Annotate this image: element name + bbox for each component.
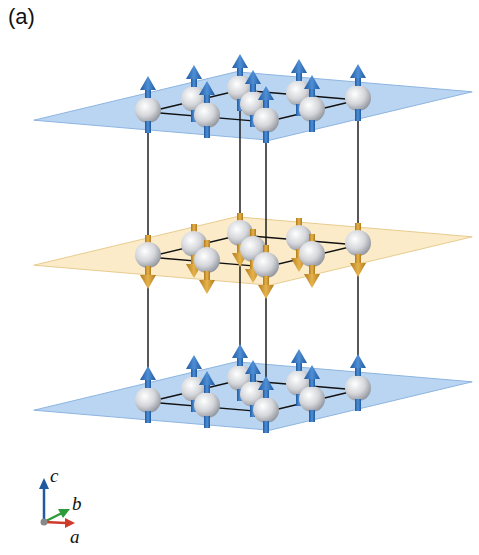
- spin-head: [304, 274, 320, 288]
- spin-shaft: [309, 265, 315, 275]
- spin-shaft: [145, 121, 151, 133]
- atom-sphere: [253, 397, 279, 423]
- spin-head: [291, 59, 307, 73]
- spin-head: [350, 64, 366, 78]
- spin-up-atom: [345, 64, 371, 121]
- c-axis: [43, 486, 46, 522]
- spin-up-atom: [194, 371, 220, 428]
- axis-label: b: [72, 494, 82, 513]
- spin-shaft: [309, 120, 315, 132]
- spin-up-atom: [299, 75, 325, 132]
- atom-sphere: [299, 241, 325, 267]
- spin-down-atom: [135, 235, 161, 289]
- spin-shaft: [355, 109, 361, 121]
- spin-up-atom: [253, 376, 279, 433]
- spin-plane: [34, 217, 472, 285]
- atom-sphere: [345, 230, 371, 256]
- spin-head: [232, 344, 248, 358]
- spin-head: [350, 263, 366, 277]
- atom-sphere: [194, 392, 220, 418]
- atom-sphere: [194, 247, 220, 273]
- spin-head: [186, 355, 202, 369]
- spin-shaft: [204, 126, 210, 138]
- spin-up-atom: [135, 366, 161, 423]
- panel-label: (a): [8, 6, 35, 28]
- spin-head: [232, 54, 248, 68]
- spin-up-atom: [135, 76, 161, 133]
- atom-sphere: [135, 242, 161, 268]
- spin-shaft: [204, 416, 210, 428]
- spin-head: [140, 275, 156, 289]
- spin-down-atom: [194, 240, 220, 294]
- spin-up-atom: [194, 81, 220, 138]
- spin-up-atom: [345, 354, 371, 411]
- spin-head: [258, 285, 274, 299]
- spin-head: [140, 76, 156, 90]
- spin-shaft: [145, 266, 151, 276]
- spin-shaft: [309, 410, 315, 422]
- axis-label: c: [50, 466, 58, 485]
- atom-sphere: [135, 387, 161, 413]
- spin-head: [199, 371, 215, 385]
- spin-down-atom: [299, 234, 325, 288]
- atom-sphere: [299, 386, 325, 412]
- axis-triad: [39, 478, 75, 528]
- spin-head: [304, 75, 320, 89]
- spin-head: [199, 81, 215, 95]
- atom-sphere: [135, 97, 161, 123]
- spin-shaft: [355, 254, 361, 264]
- axis-origin: [41, 519, 48, 526]
- b-axis-head: [58, 509, 70, 518]
- spin-shaft: [263, 276, 269, 286]
- spin-head: [304, 365, 320, 379]
- spin-head: [186, 65, 202, 79]
- c-axis-head: [39, 478, 49, 489]
- spin-head: [245, 70, 261, 84]
- atom-sphere: [253, 252, 279, 278]
- atom-sphere: [194, 102, 220, 128]
- spin-head: [245, 360, 261, 374]
- spin-shaft: [204, 271, 210, 281]
- spin-head: [258, 86, 274, 100]
- atom-sphere: [253, 107, 279, 133]
- spin-shaft: [355, 399, 361, 411]
- spin-head: [199, 280, 215, 294]
- axis-label: a: [70, 527, 80, 546]
- spin-shaft: [263, 421, 269, 433]
- spin-head: [140, 366, 156, 380]
- spin-head: [258, 376, 274, 390]
- atom-sphere: [299, 96, 325, 122]
- spin-up-atom: [253, 86, 279, 143]
- spin-head: [350, 354, 366, 368]
- spin-shaft: [145, 411, 151, 423]
- spin-down-atom: [253, 245, 279, 299]
- spin-down-atom: [345, 223, 371, 277]
- spin-up-atom: [299, 365, 325, 422]
- atom-sphere: [345, 85, 371, 111]
- atom-sphere: [345, 375, 371, 401]
- spin-head: [291, 349, 307, 363]
- spin-shaft: [263, 131, 269, 143]
